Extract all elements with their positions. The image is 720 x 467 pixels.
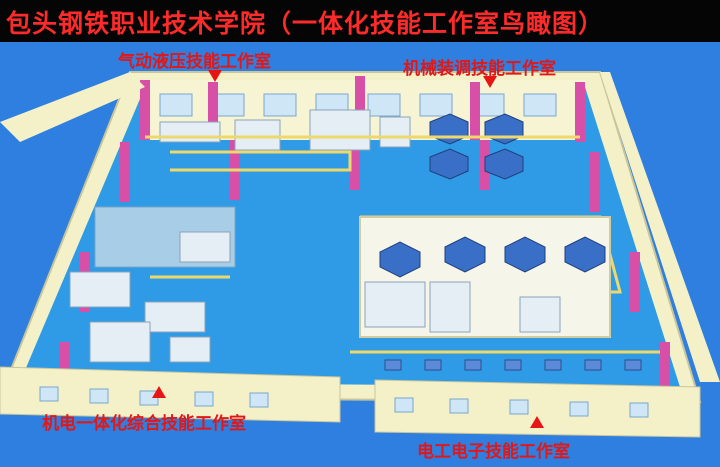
front-wall	[0, 366, 341, 423]
title-bar: 包头钢铁职业技术学院（一体化技能工作室鸟瞰图）	[0, 0, 720, 42]
room-label-mechatronics: 机电一体化综合技能工作室	[42, 414, 246, 434]
floor-plan-illustration	[0, 42, 720, 463]
location-marker-icon	[152, 386, 166, 398]
location-marker-icon	[208, 70, 222, 82]
location-marker-icon	[530, 416, 544, 428]
room-label-electronics: 电工电子技能工作室	[417, 442, 570, 462]
floor-plan-scene: 气动液压技能工作室 机械装调技能工作室 机电一体化综合技能工作室 电工电子技能工…	[0, 42, 720, 463]
room-label-pneumatic: 气动液压技能工作室	[118, 52, 271, 72]
location-marker-icon	[483, 76, 497, 88]
room-label-mech-assembly: 机械装调技能工作室	[403, 59, 556, 79]
page-title: 包头钢铁职业技术学院（一体化技能工作室鸟瞰图）	[6, 9, 605, 38]
